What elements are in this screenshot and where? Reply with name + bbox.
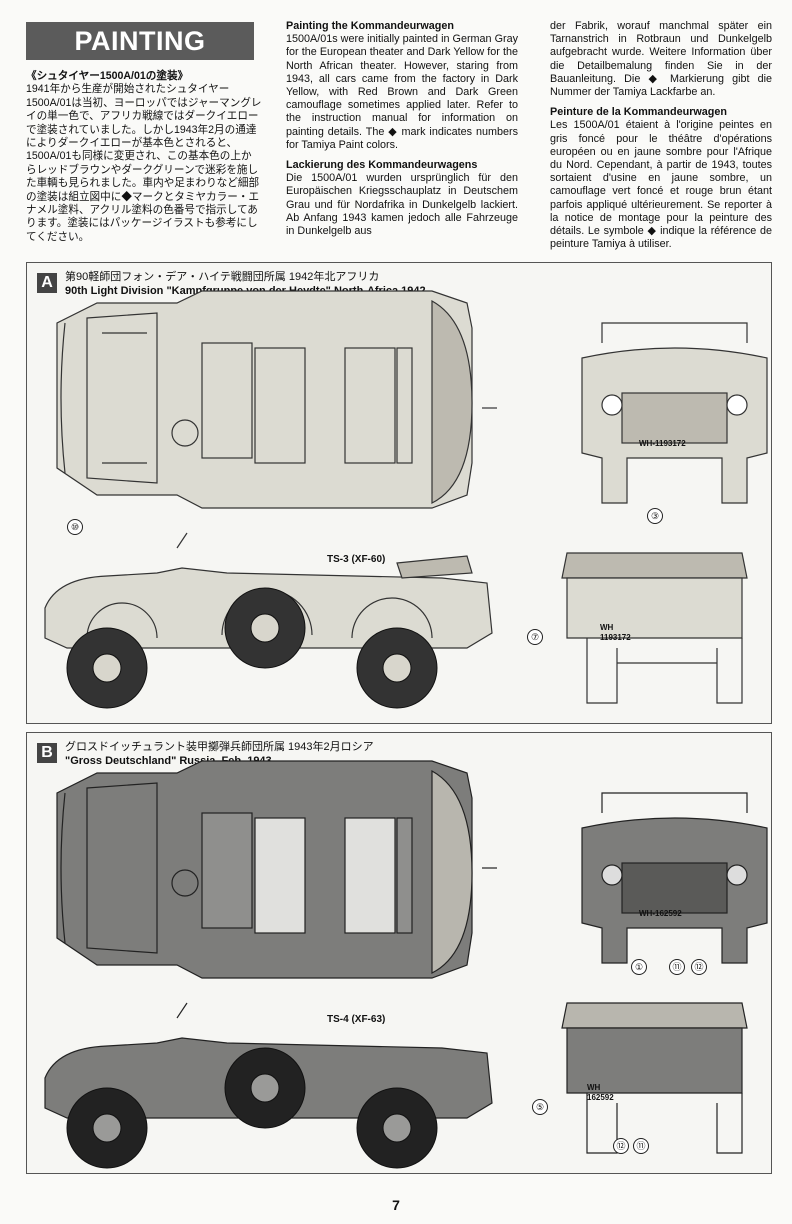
marker-12: ⑫: [691, 959, 707, 975]
paint-callout: TS-4 (XF-63): [327, 1014, 386, 1025]
rear-plate-line-2: 1193172: [600, 633, 631, 642]
marker-11: ⑪: [669, 959, 685, 975]
jp-intro-body: 1941年から生産が開始されたシュタイヤー1500A/01は当初、ヨーロッパでは…: [26, 83, 262, 243]
fr-body: Les 1500A/01 étaient à l'origine peintes…: [550, 119, 772, 251]
scheme-a-drawings: [44, 290, 768, 709]
fr-heading: Peinture de la Kommandeurwagen: [550, 106, 727, 119]
page-number: 7: [392, 1197, 400, 1213]
marker-1: ①: [631, 959, 647, 975]
scheme-a-title-jp: 第90軽師団フォン・デア・ハイテ戦闘団所属 1942年北アフリカ: [65, 271, 380, 283]
en-body: 1500A/01s were initially painted in Germ…: [286, 33, 518, 151]
marker-7: ⑦: [527, 629, 543, 645]
side-view-wheels: [66, 1047, 438, 1169]
column-english-german: Painting the Kommandeurwagen 1500A/01s w…: [286, 20, 518, 245]
rear-view-drawing: [561, 552, 748, 704]
marker-5: ⑤: [532, 1099, 548, 1115]
marker-10: ⑩: [67, 519, 83, 535]
rear-plate-line-1: WH: [587, 1083, 601, 1092]
rear-plate-line-1: WH: [600, 623, 614, 632]
de-heading: Lackierung des Kommandeurwagens: [286, 159, 478, 172]
scheme-b-title-jp: グロスドイッチュラント装甲擲弾兵師団所属 1943年2月ロシア: [65, 741, 374, 753]
de-body-b: der Fabrik, worauf manchmal später ein T…: [550, 20, 772, 99]
scheme-b-drawings: [44, 760, 768, 1169]
de-body-a: Die 1500A/01 wurden ursprünglich für den…: [286, 172, 518, 238]
paint-callout: TS-3 (XF-60): [327, 554, 386, 565]
front-plate: WH-1193172: [639, 439, 686, 448]
marker-3: ③: [647, 508, 663, 524]
scheme-letter: B: [37, 743, 57, 763]
marker-12-rear: ⑫: [613, 1138, 629, 1154]
scheme-a-panel: A 第90軽師団フォン・デア・ハイテ戦闘団所属 1942年北アフリカ 90th …: [26, 262, 772, 724]
jp-intro-heading: 《シュタイヤー1500A/01の塗装》: [26, 70, 189, 82]
top-view-drawing: [56, 290, 497, 509]
column-german-french: der Fabrik, worauf manchmal später ein T…: [550, 20, 772, 258]
scheme-b-panel: B グロスドイッチュラント装甲擲弾兵師団所属 1943年2月ロシア "Gross…: [26, 732, 772, 1174]
rear-plate-line-2: 162592: [587, 1093, 614, 1102]
painting-banner: PAINTING: [26, 22, 254, 60]
rear-view-drawing: [561, 1002, 748, 1154]
front-view-drawing: [581, 792, 768, 964]
front-view-drawing: [581, 322, 768, 504]
marker-11-rear: ⑪: [633, 1138, 649, 1154]
side-view-wheels: [66, 587, 438, 709]
top-view-drawing: [56, 760, 497, 979]
front-plate: WH-162592: [639, 909, 682, 918]
en-heading: Painting the Kommandeurwagen: [286, 20, 454, 32]
japanese-intro: 《シュタイヤー1500A/01の塗装》 1941年から生産が開始されたシュタイヤ…: [26, 70, 262, 244]
scheme-letter: A: [37, 273, 57, 293]
